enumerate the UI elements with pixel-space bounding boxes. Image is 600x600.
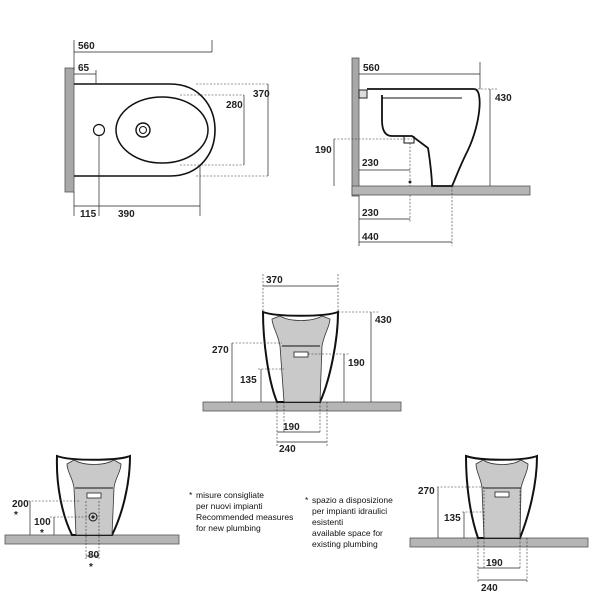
legend-new-line-4: for new plumbing	[196, 523, 261, 533]
side-drain-depth-label: 230	[362, 158, 379, 169]
top-hole-distance-label: 390	[118, 209, 135, 220]
new-spacing-80-label: 80	[88, 550, 100, 561]
front-height-label: 430	[375, 315, 392, 326]
legend-existing-line-4: available space for	[312, 528, 383, 538]
new-height-100-label: 100	[34, 517, 51, 528]
top-view: 560 65 280 370 115 390	[64, 40, 270, 220]
existing-base-outer-label: 240	[481, 583, 498, 594]
legend: * misure consigliate per nuovi impianti …	[189, 490, 393, 549]
side-view-wall	[351, 57, 360, 197]
new-height-200-label: 200	[12, 499, 29, 510]
legend-new-symbol: *	[189, 490, 193, 500]
front-base-inner-label: 190	[283, 422, 300, 433]
drain-inner-icon	[139, 126, 147, 134]
front-left-height-label: 270	[212, 345, 229, 356]
legend-existing-symbol: *	[305, 495, 309, 505]
top-view-outline	[74, 83, 216, 177]
existing-plumbing-body	[464, 454, 539, 539]
existing-base-inner-label: 190	[486, 558, 503, 569]
front-drain-height-label: 190	[348, 358, 365, 369]
front-low-height-label: 135	[240, 375, 257, 386]
front-view: 370 430 270 190 135 190 240	[202, 274, 402, 455]
top-offset-label: 65	[78, 63, 90, 74]
front-view-cavity	[271, 315, 331, 403]
new-plumbing-view: 200 * 100 * 80 *	[4, 454, 180, 573]
legend-new-line-2: per nuovi impianti	[196, 501, 263, 511]
existing-height-270-label: 270	[418, 486, 435, 497]
side-drain-height-label: 190	[315, 145, 332, 156]
top-width-label: 560	[78, 41, 95, 52]
existing-plumbing-cavity	[475, 459, 529, 539]
legend-existing-line-2: per impianti idraulici	[312, 506, 387, 516]
legend-existing-line-1: spazio a disposizione	[312, 495, 393, 505]
new-spacing-80-symbol: *	[89, 562, 93, 573]
side-length-label: 560	[363, 63, 380, 74]
legend-existing-line-3: esistenti	[312, 517, 343, 527]
new-plumbing-body	[55, 454, 132, 536]
existing-plumbing-view: 270 135 190 240	[409, 454, 589, 594]
side-base-length-label: 440	[362, 232, 379, 243]
top-hole-offset-label: 115	[80, 209, 97, 220]
side-view-body	[367, 88, 481, 187]
top-view-wall	[64, 67, 75, 193]
side-base-drain-label: 230	[362, 208, 379, 219]
legend-existing-line-5: existing plumbing	[312, 539, 378, 549]
new-height-200-symbol: *	[14, 510, 18, 521]
top-depth-inner-label: 280	[226, 100, 243, 111]
drain-icon	[135, 122, 151, 138]
front-view-body	[261, 310, 340, 403]
front-base-outer-label: 240	[279, 444, 296, 455]
new-height-100-symbol: *	[40, 528, 44, 539]
existing-plumbing-floor	[409, 537, 589, 548]
legend-new-line-3: Recommended measures	[196, 512, 293, 522]
front-width-label: 370	[266, 275, 283, 286]
legend-new-line-1: misure consigliate	[196, 490, 264, 500]
top-view-bowl	[115, 96, 209, 164]
side-view: 560 430 190 230 230 440	[315, 57, 531, 246]
front-view-floor	[202, 401, 402, 412]
new-plumbing-floor	[4, 534, 180, 545]
tap-hole-icon	[92, 123, 106, 137]
side-view-floor	[351, 185, 531, 196]
existing-height-135-label: 135	[444, 513, 461, 524]
side-height-label: 430	[495, 93, 512, 104]
top-depth-total-label: 370	[253, 89, 270, 100]
